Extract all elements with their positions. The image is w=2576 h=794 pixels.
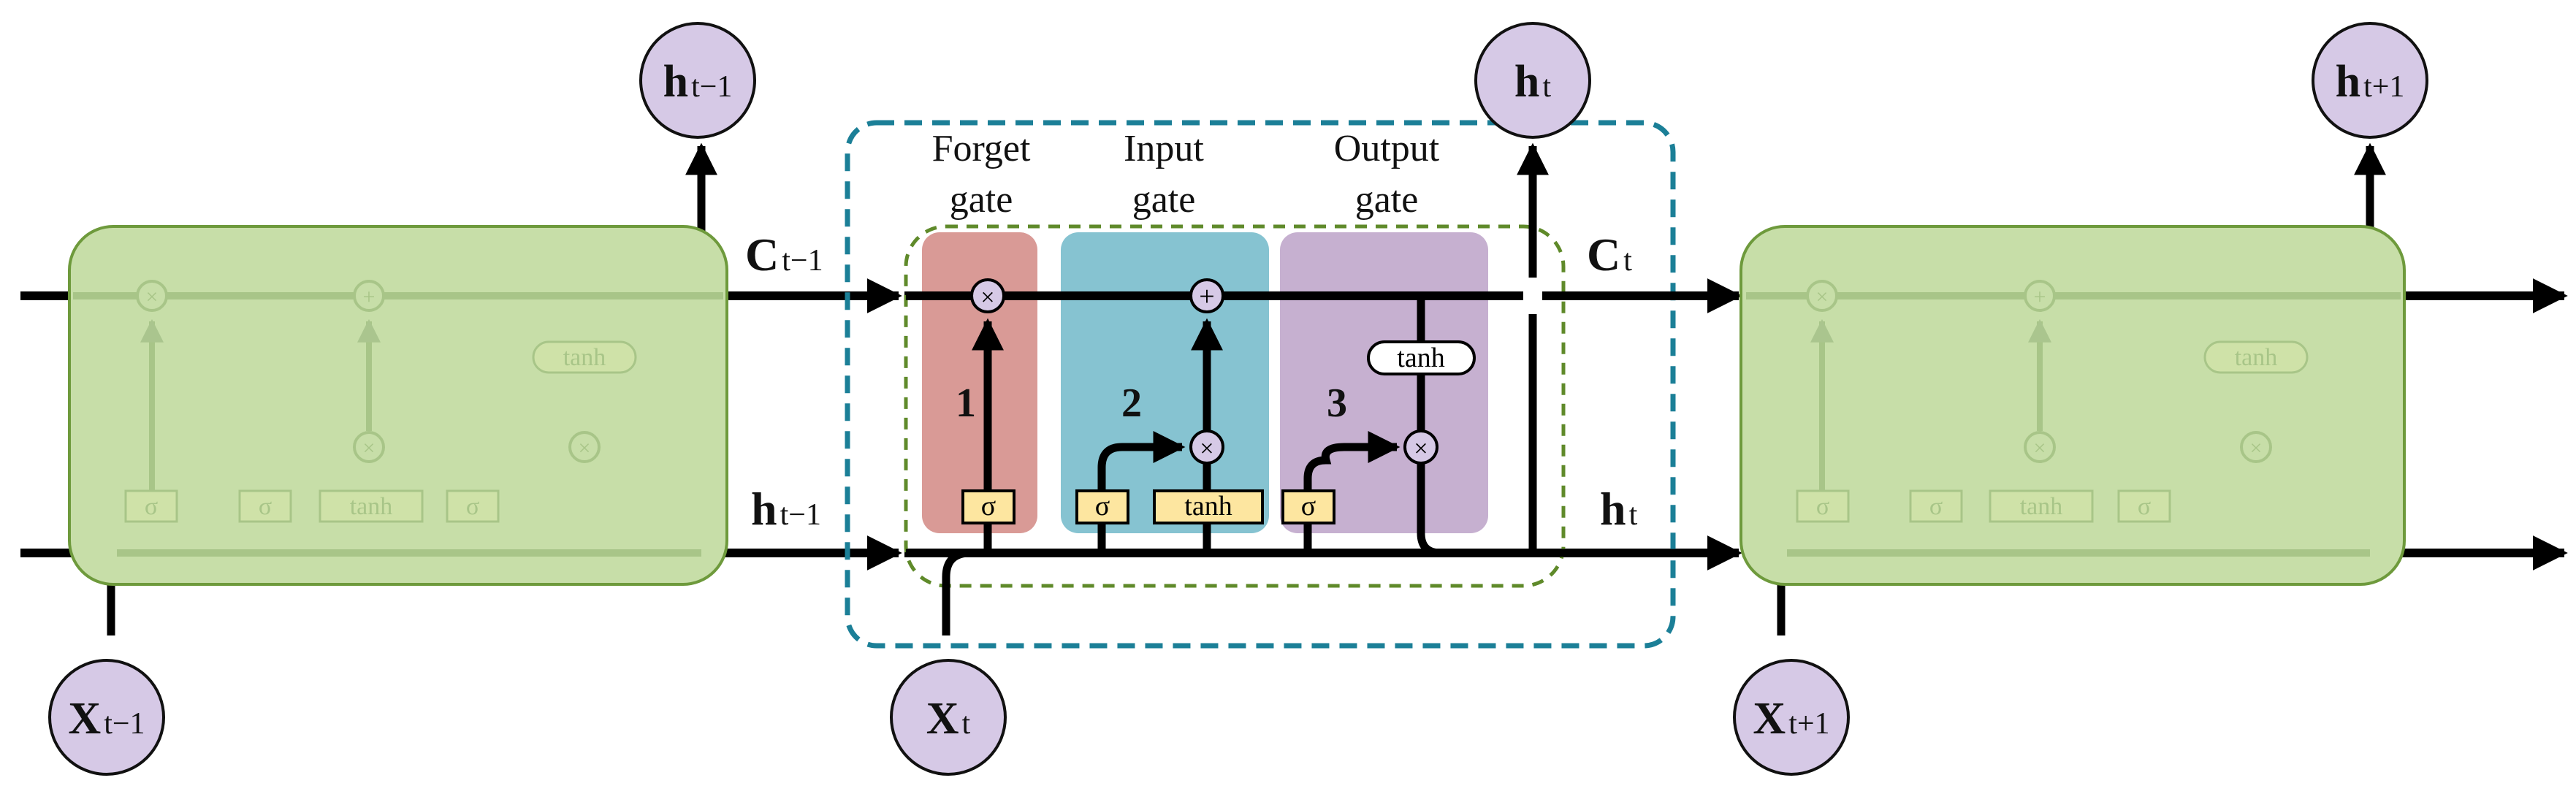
svg-text:σ: σ [2138,493,2151,520]
output-sigma-layer [1281,489,1335,524]
svg-text:σ: σ [259,493,272,520]
next-forget-multiply-icon [1806,280,1838,312]
prev-cell-box [68,225,728,586]
forget-gate-title-1: Forget [932,128,1031,169]
prev-forget-multiply-icon [136,280,168,312]
output-gate-title-1: Output [1334,128,1440,169]
outer-dashed-frame [845,120,1676,649]
input-gate-number: 2 [1121,381,1142,426]
h-prev-node [639,22,756,139]
output-gate-number: 3 [1327,381,1347,426]
svg-text:Xt−1: Xt−1 [68,694,145,744]
svg-text:ht+1: ht+1 [2336,57,2405,107]
svg-text:×: × [579,436,591,460]
c-prev-label: Ct−1 [745,229,823,280]
input-sigma-arrow [1097,431,1186,553]
prev-output-multiply-icon [568,431,601,463]
c-curr-label: Ct [1587,229,1632,280]
x-next-node [1733,659,1850,776]
prev-lstm-cell: × + × × σ σ tanh σ tanh [68,142,728,635]
input-sigma-layer [1075,489,1129,524]
input-gate-region [1061,232,1269,533]
x-curr-node [890,659,1007,776]
svg-text:Xt: Xt [926,694,971,744]
forget-multiply-icon [970,278,1005,313]
svg-text:×: × [1414,435,1428,462]
svg-text:×: × [2250,436,2263,460]
svg-text:×: × [363,436,376,460]
svg-text:tanh: tanh [2235,344,2278,371]
input-gate-title-1: Input [1124,128,1204,169]
svg-text:tanh: tanh [1184,491,1232,522]
svg-text:+: + [2034,285,2046,309]
svg-text:σ: σ [1301,491,1316,522]
svg-text:σ: σ [1095,491,1110,522]
current-lstm-cell: Forget gate Input gate Output gate × + ×… [845,120,1731,649]
input-tanh-layer [1153,489,1264,524]
prev-add-icon [353,280,385,312]
add-icon [1189,278,1224,313]
line-labels: Ct−1 ht−1 Ct ht [745,229,1638,535]
h-prev-label: ht−1 [751,483,821,535]
svg-text:Xt+1: Xt+1 [1753,694,1829,744]
h-curr-label: ht [1600,483,1638,535]
h-next-node [2312,22,2428,139]
svg-text:σ: σ [981,491,996,522]
svg-text:×: × [1816,285,1829,309]
h-curr-node [1474,22,1591,139]
output-to-hidden-line [1417,464,1731,557]
next-input-multiply-icon [2024,431,2056,463]
svg-text:tanh: tanh [2020,493,2063,520]
output-gate-title-2: gate [1355,179,1419,221]
input-nodes: Xt−1 Xt Xt+1 [48,659,1850,776]
inner-dashed-frame [904,224,1566,588]
forget-sigma-layer [961,489,1015,524]
forget-gate-number: 1 [956,381,976,426]
forget-gate-title-2: gate [950,179,1013,221]
svg-text:ht−1: ht−1 [663,57,733,107]
input-bus [942,549,1308,635]
prev-cell-internals: × + × × σ σ tanh σ tanh [73,280,723,557]
svg-text:σ: σ [1929,493,1943,520]
input-gate-title-2: gate [1132,179,1196,221]
svg-text:×: × [2034,436,2046,460]
next-cell-internals: × + × × σ σ tanh σ tanh [1746,280,2401,557]
svg-text:+: + [363,285,376,309]
hidden-nodes: ht−1 ht ht+1 [639,22,2428,139]
next-lstm-cell: × + × × σ σ tanh σ tanh [1739,142,2406,635]
svg-text:ht: ht [1514,57,1551,107]
svg-text:tanh: tanh [1397,343,1444,373]
svg-text:×: × [1200,435,1213,462]
output-multiply-icon [1403,430,1438,465]
input-multiply-icon [1189,430,1224,465]
svg-text:×: × [146,285,159,309]
x-prev-node [48,659,165,776]
svg-text:σ: σ [145,493,158,520]
forget-gate-region [922,232,1037,533]
svg-text:×: × [980,284,994,311]
output-sigma-arrow [1303,431,1401,553]
next-add-icon [2024,280,2056,312]
next-cell-box [1739,225,2406,586]
prev-input-multiply-icon [353,431,385,463]
next-output-multiply-icon [2240,431,2272,463]
svg-text:+: + [1199,281,1214,312]
svg-text:σ: σ [466,493,479,520]
svg-text:tanh: tanh [563,344,606,371]
output-gate-region [1280,232,1488,533]
svg-text:σ: σ [1816,493,1829,520]
cell-tanh-pill [1367,340,1476,375]
svg-text:tanh: tanh [350,493,393,520]
